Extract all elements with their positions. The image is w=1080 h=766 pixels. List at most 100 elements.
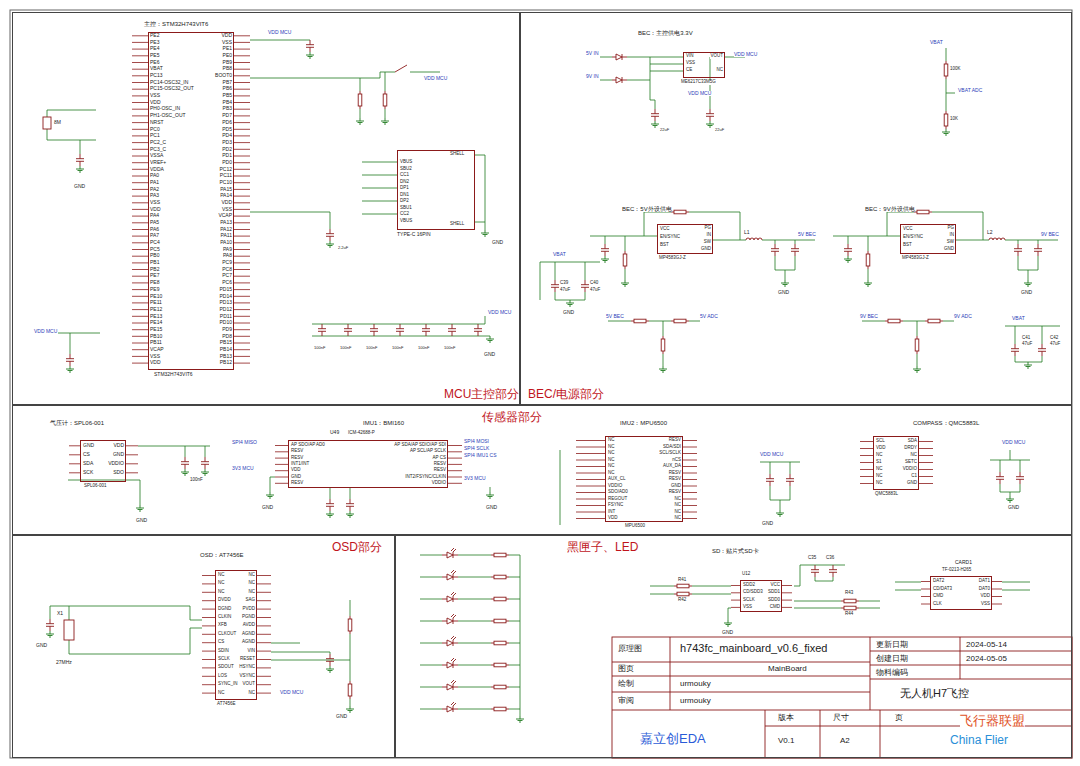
schematic-stroke <box>50 600 350 706</box>
net-label: PB14 <box>220 347 232 352</box>
net-label: L2 <box>987 230 993 235</box>
net-label: VDD <box>980 594 990 599</box>
net-label: VDD <box>150 207 161 212</box>
net-label: CD/SDD3 <box>743 590 763 595</box>
part-heading: COMPASS：QMC5883L <box>913 420 979 426</box>
net-label: PD12 <box>219 307 232 312</box>
net-label: NC <box>876 481 883 486</box>
net-label: GND <box>762 521 773 526</box>
net-label: NC <box>608 471 615 476</box>
net-label: GND <box>336 714 347 719</box>
net-label: R42 <box>678 598 686 603</box>
net-label: NC <box>608 464 615 469</box>
net-label: GND <box>944 247 954 252</box>
net-label: PB8 <box>223 66 232 71</box>
net-label: SPI4 IMU1 CS <box>464 453 497 458</box>
part-name: MPU6500 <box>625 524 645 529</box>
net-label: PE6 <box>150 60 159 65</box>
schematic-stroke <box>326 666 334 672</box>
net-label: SDIN <box>218 649 229 654</box>
net-label: PD8 <box>222 334 232 339</box>
net-label: VDD <box>876 446 886 451</box>
net-label: VCC <box>770 583 780 588</box>
net-label: SHELL <box>450 222 464 227</box>
net-label: SETC <box>905 460 917 465</box>
net-label: VSS <box>150 93 160 98</box>
schematic-stroke <box>1038 344 1046 356</box>
net-label: PA5 <box>150 220 159 225</box>
net-label: 100nF <box>418 346 429 350</box>
net-label: 10K <box>950 117 958 122</box>
schematic-stroke <box>358 91 362 109</box>
net-label: RESV <box>291 449 303 454</box>
net-label: CMD <box>933 594 943 599</box>
net-label: CLKIN <box>218 615 231 620</box>
schematic-stroke <box>786 474 794 486</box>
schematic-stroke <box>362 155 485 230</box>
net-label: NRST <box>150 120 164 125</box>
part-heading: IMU1：BMI160 <box>363 420 404 426</box>
schematic-stroke <box>516 716 524 722</box>
net-label: EN/SYNC <box>903 235 923 240</box>
part-name: STM32H743VIT6 <box>154 372 193 377</box>
schematic-stroke <box>706 109 714 121</box>
schematic-stroke <box>612 77 627 83</box>
net-label: PC10 <box>219 180 232 185</box>
net-label: X1 <box>57 611 63 616</box>
net-label: VDD MCU <box>1002 440 1025 445</box>
schematic-stroke <box>1005 326 1060 362</box>
net-label: 嘉立创EDA <box>640 732 706 745</box>
net-label: 47uF <box>1022 342 1032 347</box>
net-label: CE <box>686 68 692 73</box>
net-label: 5V ADC <box>700 314 718 319</box>
net-label: VSS <box>150 200 160 205</box>
net-label: NC <box>675 510 682 515</box>
net-label: VDDIO <box>608 484 622 489</box>
schematic-stroke <box>811 565 819 577</box>
schematic-stroke <box>608 319 700 372</box>
schematic-stroke <box>76 154 84 166</box>
schematic-stroke <box>581 280 589 292</box>
net-label: SW <box>947 240 954 245</box>
net-label: CMD <box>770 605 780 610</box>
net-label: PE11 <box>150 300 162 305</box>
net-label: SCL <box>876 439 885 444</box>
net-label: DN2 <box>400 180 409 185</box>
part-heading: MCU主控部分 <box>444 388 519 400</box>
net-label: NC <box>675 497 682 502</box>
net-label: GND <box>113 452 124 457</box>
net-label: RESV <box>434 462 446 467</box>
net-label: PB6 <box>223 86 232 91</box>
schematic-stroke <box>420 555 520 716</box>
net-label: SAG <box>245 598 255 603</box>
net-label: DVDD <box>218 598 231 603</box>
net-label: PE0 <box>223 53 232 58</box>
net-label: NC <box>675 516 682 521</box>
schematic-stroke <box>841 606 859 610</box>
net-label: AGND <box>242 640 255 645</box>
schematic-stroke <box>442 680 458 690</box>
net-label: PC7 <box>222 273 232 278</box>
schematic-stroke <box>326 511 334 517</box>
schematic-stroke <box>47 110 100 354</box>
net-label: PB15 <box>220 340 232 345</box>
net-label: 100nF <box>190 478 203 483</box>
net-label: VSS <box>743 605 752 610</box>
net-label: PA3 <box>150 193 159 198</box>
net-label: 2.2uF <box>338 246 348 250</box>
schematic-stroke <box>448 324 456 336</box>
net-label: PD4 <box>222 133 232 138</box>
net-label: 飞行器联盟 <box>960 714 1025 727</box>
net-label: PB2 <box>150 267 159 272</box>
schematic-stroke <box>396 324 404 336</box>
net-label: DAT0 <box>979 587 990 592</box>
net-label: VDDIO <box>432 481 446 486</box>
net-label: PC8 <box>222 267 232 272</box>
net-label: GND <box>262 505 273 510</box>
schematic-stroke <box>1006 496 1014 502</box>
schematic-stroke <box>442 658 458 668</box>
net-label: PB12 <box>220 360 232 365</box>
schematic-stroke <box>43 117 51 129</box>
net-label: PG <box>947 226 954 231</box>
net-label: SBU2 <box>400 167 412 172</box>
